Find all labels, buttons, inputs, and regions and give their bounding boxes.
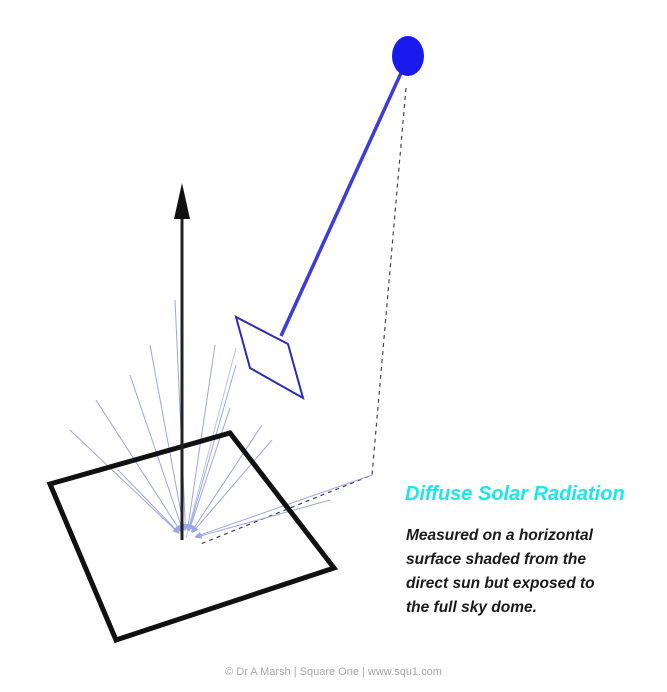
description-line: surface shaded from the xyxy=(406,551,587,568)
description-line: Measured on a horizontal xyxy=(406,527,593,544)
diagram-title: Diffuse Solar Radiation xyxy=(405,483,625,505)
diffuse-ray xyxy=(69,429,180,534)
horizontal-surface xyxy=(46,430,339,644)
direct-beam-line xyxy=(279,61,408,337)
diffuse-ray xyxy=(188,407,231,532)
sun-icon xyxy=(392,36,424,76)
diffuse-ray xyxy=(191,439,273,534)
description-line: the full sky dome. xyxy=(406,599,537,616)
diffuse-ray xyxy=(190,424,263,533)
diffuse-ray xyxy=(187,364,237,532)
diffuse-ray xyxy=(194,499,331,539)
arrow-up-icon xyxy=(174,183,190,540)
diffuse-ray xyxy=(117,469,180,534)
diffuse-rays-group xyxy=(69,299,373,539)
diffuse-ray xyxy=(95,399,182,533)
diffuse-ray xyxy=(174,299,189,531)
description-line: direct sun but exposed to xyxy=(406,575,595,592)
projection-dashed-line xyxy=(197,87,407,546)
copyright-credit: © Dr A Marsh | Square One | www.squ1.com xyxy=(225,666,442,678)
diagram-description: Measured on a horizontal surface shaded … xyxy=(406,524,661,620)
shading-disc-icon xyxy=(234,315,305,401)
diffuse-ray xyxy=(185,344,216,532)
shade-shadow-line xyxy=(185,347,237,539)
diffuse-ray xyxy=(149,344,187,532)
